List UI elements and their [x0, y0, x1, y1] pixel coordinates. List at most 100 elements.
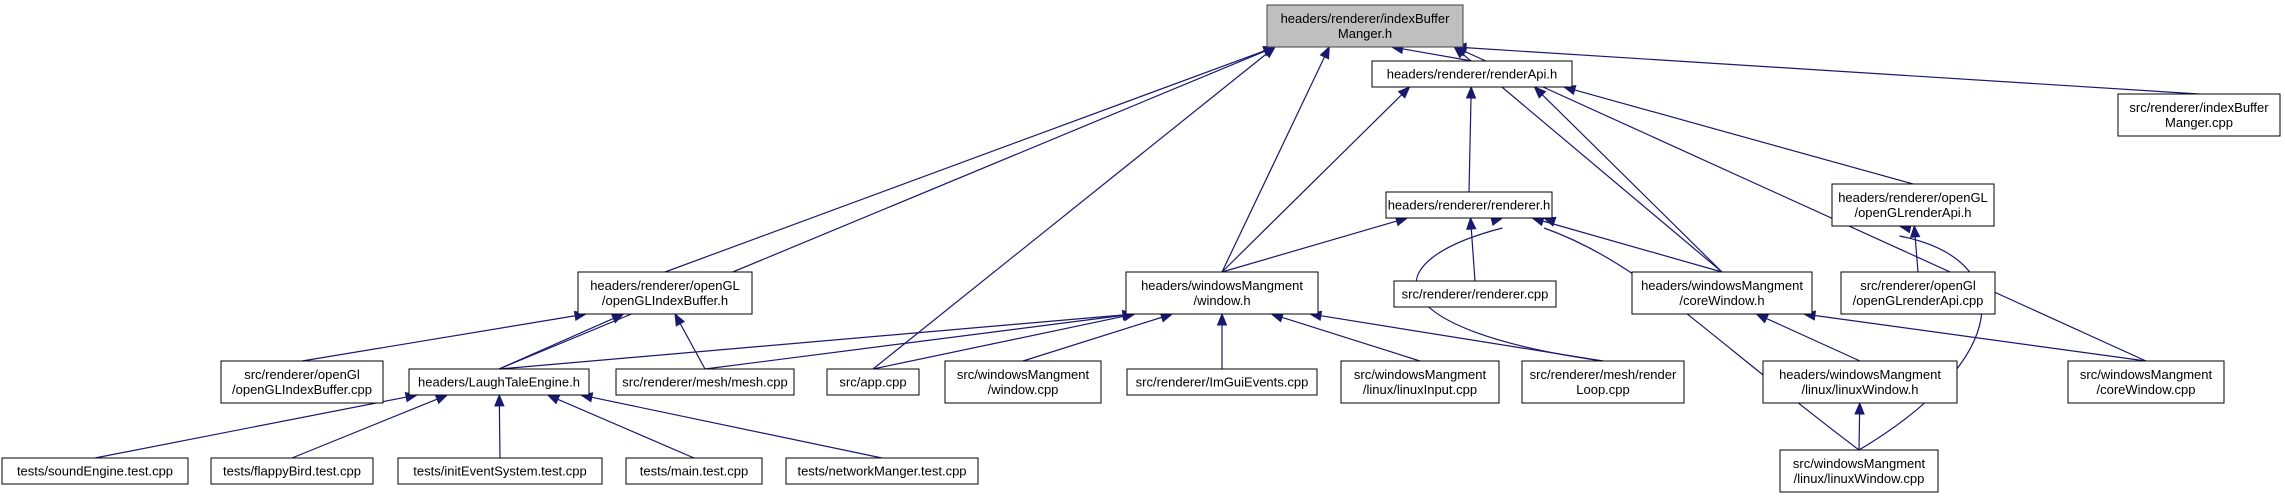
arrowhead — [1216, 312, 1228, 326]
edge-linux-window-h-to-core-window-h — [1765, 317, 1861, 362]
edge-app-cpp-to-window-h — [872, 315, 1126, 370]
node-label-line: headers/windowsMangment — [1779, 367, 1941, 382]
edge-init-event-to-laugh-tale-h — [498, 404, 501, 459]
node-box — [220, 360, 384, 404]
node-box — [1779, 449, 1939, 493]
edge-open-glrender-api-cpp-to-open-glrender-api-h — [1914, 235, 1919, 273]
node-linux-window-h[interactable]: headers/windowsMangment/linux/linuxWindo… — [1762, 360, 1958, 404]
node-label-line: tests/initEventSystem.test.cpp — [413, 464, 586, 479]
node-label-line: /openGLrenderApi.h — [1854, 205, 1971, 220]
edge-laugh-tale-h-to-root — [498, 50, 1266, 370]
node-label-line: /coreWindow.cpp — [2097, 382, 2196, 397]
node-linux-input-cpp[interactable]: src/windowsMangment/linux/linuxInput.cpp — [1340, 360, 1500, 404]
node-box — [1631, 271, 1813, 315]
edge-main-test-to-laugh-tale-h — [556, 398, 695, 459]
edge-open-glrender-api-h-to-render-api-h — [1573, 89, 1914, 185]
node-label-line: /linux/linuxWindow.h — [1801, 382, 1918, 397]
node-box — [826, 368, 920, 396]
node-label-line: /linux/linuxInput.cpp — [1363, 382, 1477, 397]
node-box — [785, 457, 979, 485]
node-box — [1266, 4, 1464, 48]
node-renderer-cpp[interactable]: src/renderer/renderer.cpp — [1393, 280, 1557, 308]
node-app-cpp[interactable]: src/app.cpp — [826, 368, 920, 396]
edge-flappy-bird-to-laugh-tale-h — [291, 398, 439, 459]
node-label-line: src/renderer/ImGuiEvents.cpp — [1136, 375, 1309, 390]
node-linux-window-cpp[interactable]: src/windowsMangment/linux/linuxWindow.cp… — [1779, 449, 1939, 493]
node-box — [2117, 93, 2281, 137]
arrowhead — [1465, 85, 1477, 99]
arrowhead — [1755, 313, 1770, 324]
edge-core-window-cpp-to-root — [1463, 50, 2147, 362]
edge-linux-window-cpp-to-linux-window-h — [1858, 412, 1861, 451]
arrowhead — [1262, 46, 1277, 59]
arrowhead — [1909, 224, 1921, 238]
node-core-window-cpp[interactable]: src/windowsMangment/coreWindow.cpp — [2067, 360, 2225, 404]
node-box — [1371, 60, 1573, 88]
node-box — [1, 457, 189, 485]
edge-window-h-to-render-api-h — [1221, 93, 1403, 273]
node-label-line: tests/main.test.cpp — [640, 464, 748, 479]
node-init-event[interactable]: tests/initEventSystem.test.cpp — [397, 457, 603, 485]
node-box — [1126, 368, 1318, 396]
node-laugh-tale-h[interactable]: headers/LaughTaleEngine.h — [408, 368, 590, 396]
arrowhead — [494, 393, 505, 407]
node-label-line: headers/windowsMangment — [1141, 278, 1303, 293]
edge-app-cpp-to-root — [872, 52, 1268, 370]
node-open-glrender-api-cpp[interactable]: src/renderer/openGl/openGLrenderApi.cpp — [1840, 271, 1996, 315]
node-label-line: Manger.cpp — [2165, 115, 2233, 130]
node-label-line: /window.h — [1193, 293, 1250, 308]
arrowhead — [1533, 86, 1547, 99]
node-window-h[interactable]: headers/windowsMangment/window.h — [1125, 271, 1319, 315]
node-label-line: Loop.cpp — [1576, 382, 1630, 397]
edge-core-window-h-to-root — [1461, 52, 1723, 273]
node-label-line: /linux/linuxWindow.cpp — [1794, 471, 1925, 486]
node-imgui-cpp[interactable]: src/renderer/ImGuiEvents.cpp — [1126, 368, 1318, 396]
node-label-line: /window.cpp — [988, 382, 1059, 397]
node-label-line: src/app.cpp — [839, 375, 906, 390]
node-box — [1385, 191, 1553, 219]
node-sound-engine[interactable]: tests/soundEngine.test.cpp — [1, 457, 189, 485]
node-label-line: src/renderer/renderer.cpp — [1402, 287, 1549, 302]
node-label-line: /openGLrenderApi.cpp — [1853, 293, 1984, 308]
edge-sound-engine-to-laugh-tale-h — [94, 396, 408, 459]
node-renderer-h[interactable]: headers/renderer/renderer.h — [1385, 191, 1553, 219]
node-box — [577, 271, 753, 315]
node-label-line: headers/renderer/openGL — [1838, 190, 1988, 205]
node-core-window-h[interactable]: headers/windowsMangment/coreWindow.h — [1631, 271, 1813, 315]
node-flappy-bird[interactable]: tests/flappyBird.test.cpp — [210, 457, 374, 485]
node-main-test[interactable]: tests/main.test.cpp — [625, 457, 763, 485]
node-mesh-cpp[interactable]: src/renderer/mesh/mesh.cpp — [615, 368, 795, 396]
node-network-manger[interactable]: tests/networkManger.test.cpp — [785, 457, 979, 485]
node-label-line: headers/renderer/renderer.h — [1388, 198, 1551, 213]
edge-mesh-cpp-to-window-h — [704, 314, 1125, 370]
node-open-glindex-buffer-h[interactable]: headers/renderer/openGL/openGLIndexBuffe… — [577, 271, 753, 315]
node-box — [944, 360, 1102, 404]
edge-window-h-to-renderer-h — [1221, 220, 1398, 273]
node-label-line: headers/LaughTaleEngine.h — [418, 375, 580, 390]
edge-open-glindex-buffer-h-to-root — [664, 49, 1266, 273]
node-open-glindex-buffer-cpp[interactable]: src/renderer/openGl/openGLIndexBuffer.cp… — [220, 360, 384, 404]
node-label-line: headers/windowsMangment — [1641, 278, 1803, 293]
edge-laugh-tale-h-to-open-glindex-buffer-h — [498, 317, 615, 370]
node-box — [210, 457, 374, 485]
node-box — [2067, 360, 2225, 404]
node-box — [1831, 183, 1995, 227]
node-box — [615, 368, 795, 396]
node-label-line: /openGLIndexBuffer.cpp — [232, 382, 372, 397]
edge-network-manger-to-laugh-tale-h — [590, 396, 883, 459]
node-window-cpp[interactable]: src/windowsMangment/window.cpp — [944, 360, 1102, 404]
node-render-api-h[interactable]: headers/renderer/renderApi.h — [1371, 60, 1573, 88]
edge-laugh-tale-h-to-window-h — [498, 314, 1125, 370]
arrowhead — [1397, 86, 1411, 99]
edge-renderer-h-to-render-api-h — [1468, 96, 1472, 193]
node-label-line: Manger.h — [1338, 26, 1392, 41]
node-box — [1840, 271, 1996, 315]
node-open-glrender-api-h[interactable]: headers/renderer/openGL/openGLrenderApi.… — [1831, 183, 1995, 227]
edge-index-buffer-cpp-to-root — [1464, 47, 2200, 95]
node-label-line: headers/renderer/openGL — [590, 278, 740, 293]
